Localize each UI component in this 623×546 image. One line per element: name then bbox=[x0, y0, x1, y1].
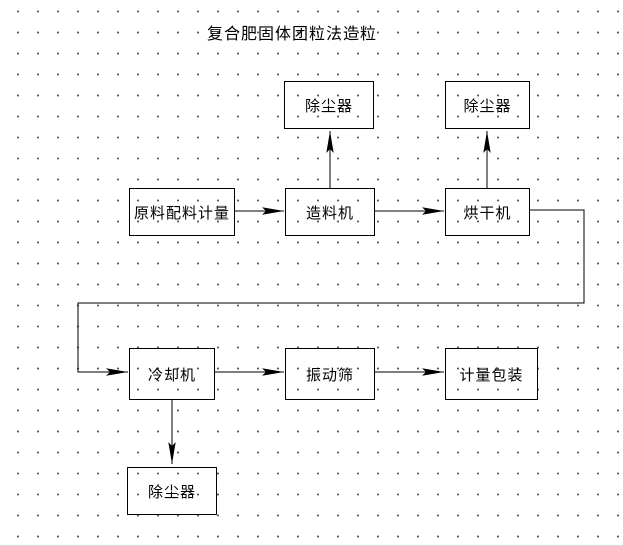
process-box-dust-collector-3: 除尘器 bbox=[127, 467, 217, 515]
process-box-label: 造料机 bbox=[305, 203, 354, 222]
process-box-cooler: 冷却机 bbox=[129, 348, 215, 400]
process-box-label: 烘干机 bbox=[463, 203, 512, 222]
process-box-label: 振动筛 bbox=[305, 365, 354, 384]
process-box-label: 除尘器 bbox=[463, 96, 512, 115]
process-box-metering-packaging: 计量包装 bbox=[445, 348, 538, 400]
process-box-label: 计量包装 bbox=[459, 365, 524, 384]
process-box-dryer: 烘干机 bbox=[445, 188, 530, 236]
process-box-raw-material-metering: 原料配料计量 bbox=[129, 188, 235, 236]
process-box-label: 冷却机 bbox=[147, 365, 196, 384]
process-box-dust-collector-1: 除尘器 bbox=[284, 81, 374, 129]
diagram-title: 复合肥固体团粒法造粒 bbox=[207, 24, 378, 43]
process-box-label: 原料配料计量 bbox=[133, 203, 230, 222]
process-box-label: 除尘器 bbox=[304, 96, 353, 115]
process-box-vibrating-screen: 振动筛 bbox=[285, 348, 375, 400]
process-box-dust-collector-2: 除尘器 bbox=[445, 81, 530, 129]
process-box-granulator: 造料机 bbox=[285, 188, 375, 236]
process-box-label: 除尘器 bbox=[147, 482, 196, 501]
